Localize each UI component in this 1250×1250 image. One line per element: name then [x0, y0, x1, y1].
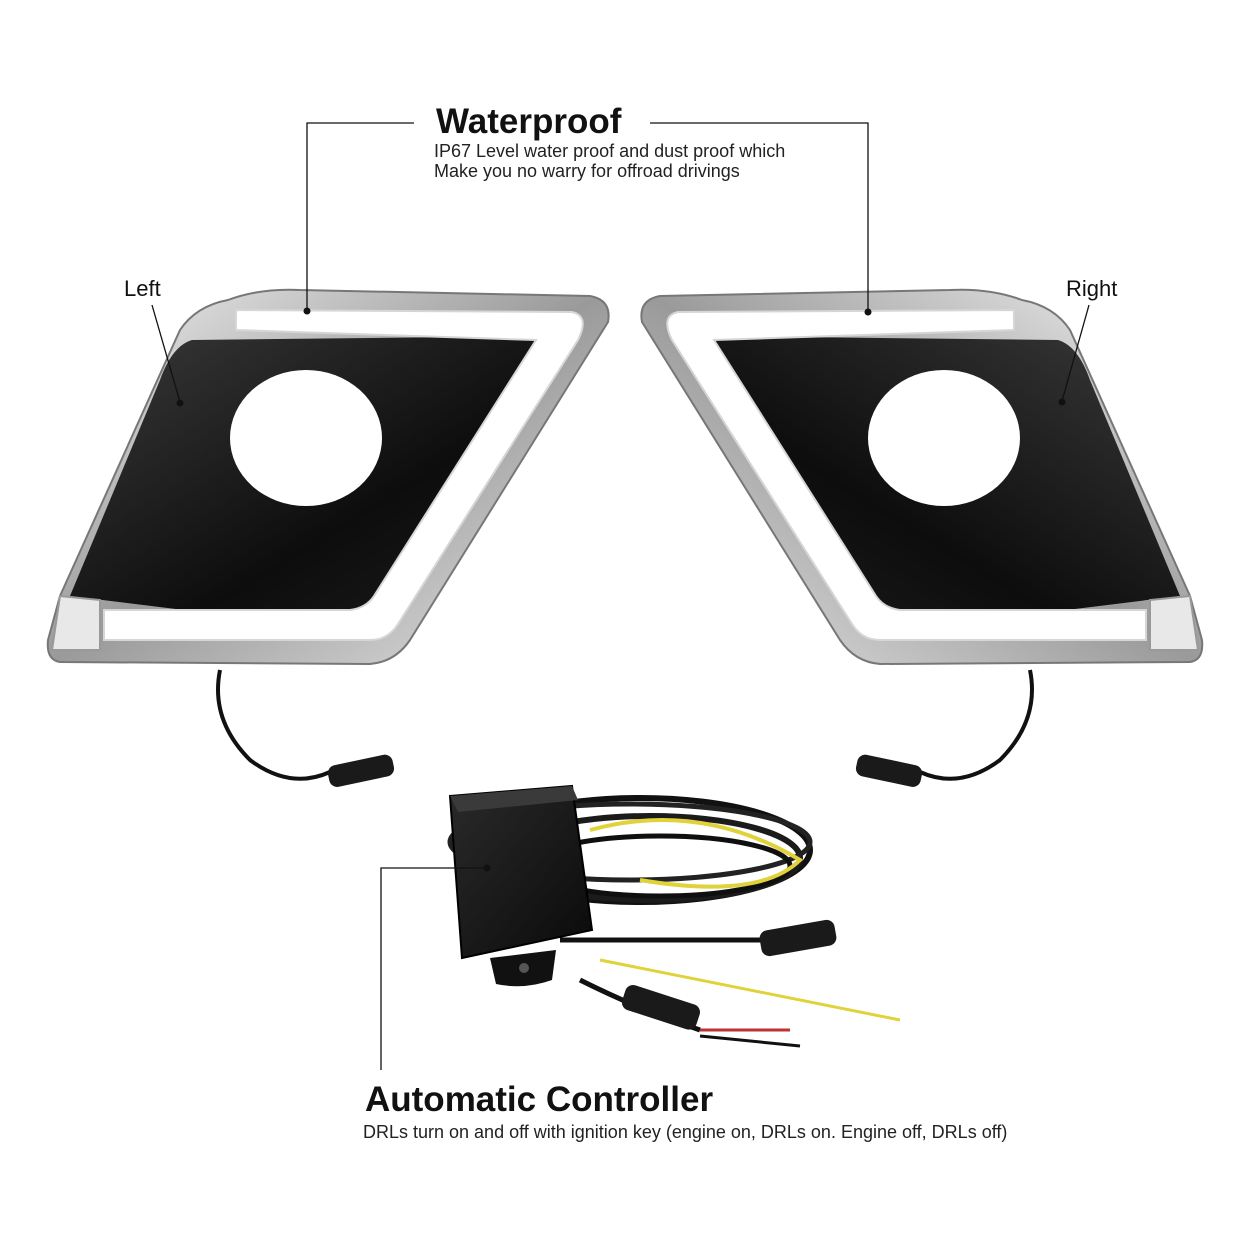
waterproof-description-line2: Make you no warry for offroad drivings [434, 161, 740, 181]
callout-lines [151, 122, 1090, 1070]
waterproof-title: Waterproof [436, 102, 622, 141]
waterproof-callout-right [650, 122, 869, 312]
left-fog-light-cover [46, 288, 610, 787]
controller-harness [447, 784, 901, 1048]
controller-title: Automatic Controller [365, 1080, 714, 1119]
controller-description: DRLs turn on and off with ignition key (… [363, 1122, 1008, 1142]
waterproof-callout-left [306, 122, 414, 310]
left-callout-line [151, 304, 181, 403]
right-callout-line [1061, 304, 1090, 402]
controller-callout [380, 867, 487, 1070]
waterproof-description-line1: IP67 Level water proof and dust proof wh… [434, 141, 786, 161]
left-label: Left [124, 276, 161, 301]
right-label: Right [1066, 276, 1118, 301]
right-fog-light-cover [640, 288, 1204, 787]
